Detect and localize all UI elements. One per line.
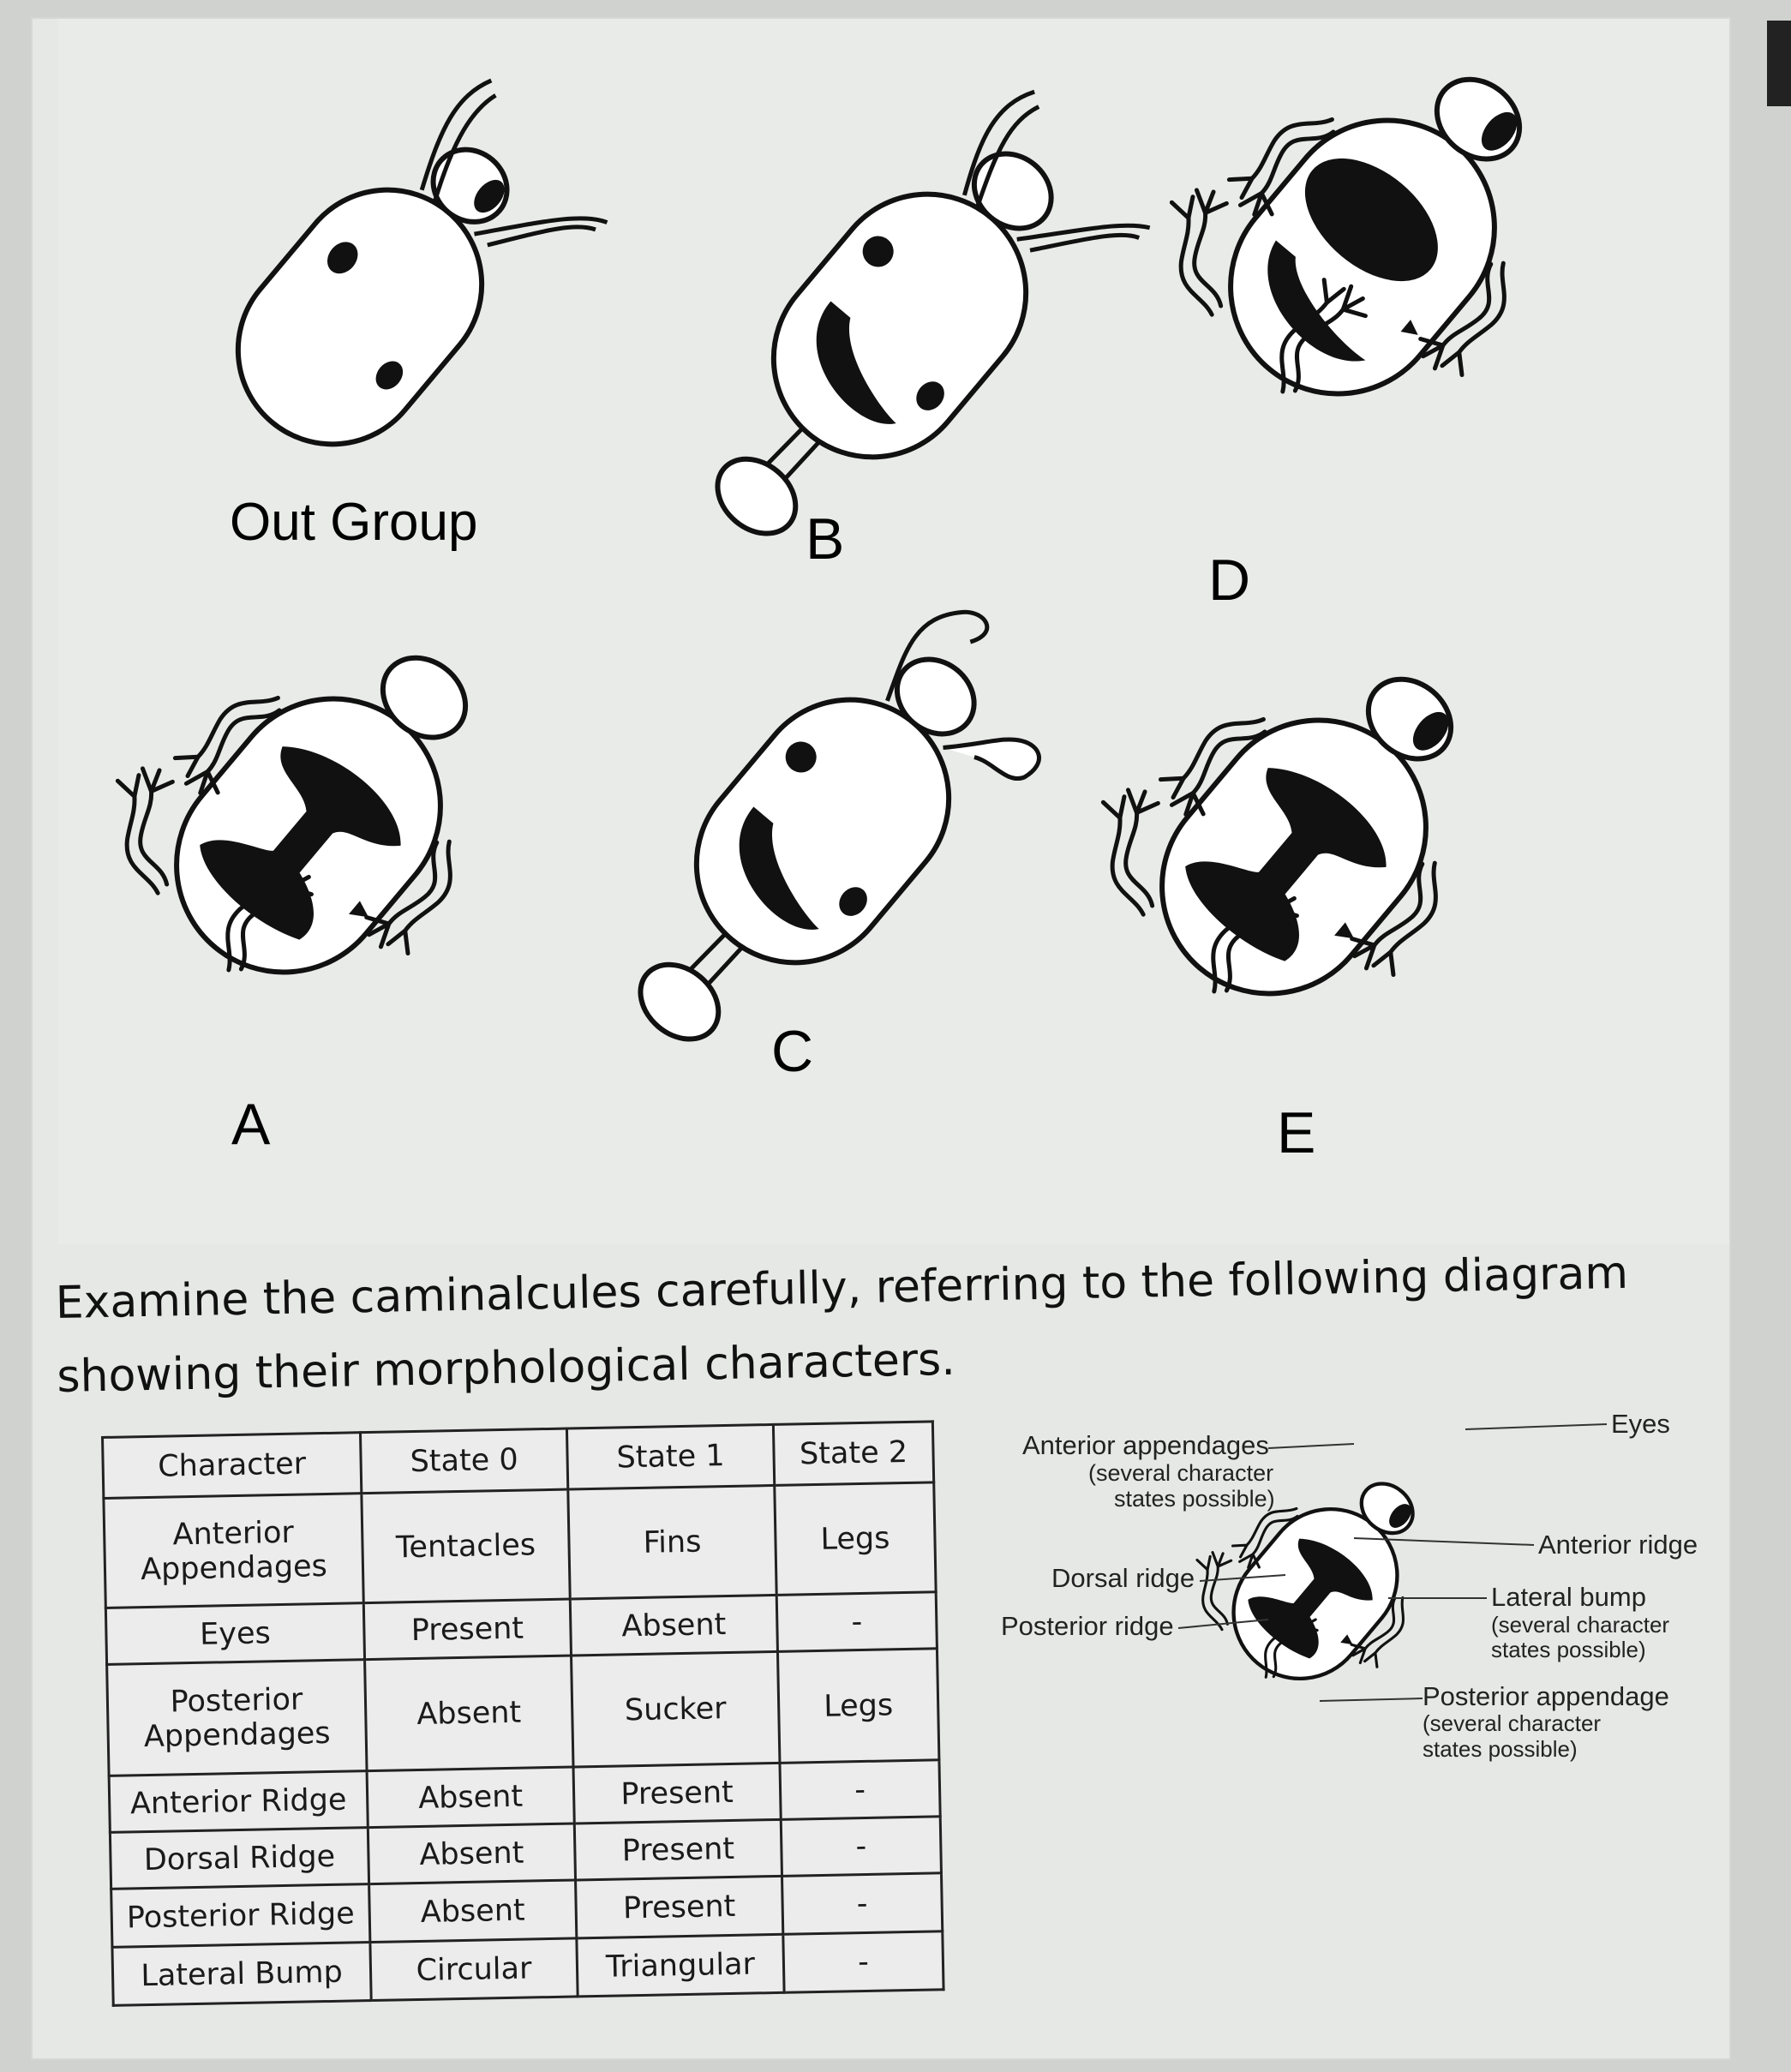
table-cell: -: [782, 1931, 944, 1993]
anterior-appendages-note: states possible): [1114, 1486, 1275, 1512]
character-states-table: Character State 0 State 1 State 2 Anteri…: [101, 1420, 945, 2007]
table-cell: Triangular: [576, 1934, 785, 1997]
table-cell: Absent: [367, 1766, 575, 1828]
table-cell: Absent: [570, 1595, 778, 1656]
table-cell: -: [782, 1872, 943, 1935]
table-cell: Fins: [567, 1485, 777, 1600]
table-cell: Absent: [368, 1823, 576, 1884]
table-cell: Present: [363, 1599, 572, 1660]
lateral-bump-label: Lateral bump: [1491, 1582, 1646, 1612]
posterior-ridge-label: Posterior ridge: [1001, 1611, 1174, 1641]
column-header: State 1: [566, 1424, 775, 1490]
specimen-e-label: E: [1277, 1100, 1315, 1165]
specimen-b-label: B: [806, 506, 844, 572]
specimen-d-label: D: [1208, 548, 1250, 613]
table-cell: Legs: [777, 1648, 939, 1764]
specimen-a: [62, 655, 593, 1078]
table-cell: Tentacles: [361, 1489, 571, 1603]
diagram-caminalcule: [1171, 1482, 1423, 1681]
posterior-appendage-note: states possible): [1423, 1736, 1578, 1762]
table-cell: Posterior Ridge: [111, 1883, 370, 1948]
table-row: Posterior Appendages Absent Sucker Legs: [106, 1648, 939, 1776]
caminalcule-illustrations: Out Group B D A: [0, 76, 1791, 1165]
anterior-appendages-note: (several character: [1088, 1460, 1273, 1486]
anterior-ridge-label: Anterior ridge: [1538, 1530, 1698, 1560]
table-cell: Dorsal Ridge: [110, 1827, 369, 1889]
lateral-bump-note: states possible): [1491, 1637, 1646, 1662]
table-cell: Anterior Appendages: [103, 1493, 364, 1608]
scroll-indicator: [1767, 21, 1791, 106]
specimen-e: [1047, 676, 1578, 1099]
specimen-d: [1116, 76, 1647, 500]
table-cell: Anterior Ridge: [109, 1770, 368, 1833]
posterior-appendage-note: (several character: [1423, 1710, 1601, 1736]
anterior-appendages-label: Anterior appendages: [1022, 1430, 1269, 1460]
table-cell: Present: [573, 1763, 782, 1823]
instructions-caption: Examine the caminalcules carefully, refe…: [55, 1247, 1629, 1403]
table-cell: -: [779, 1759, 941, 1820]
eyes-label: Eyes: [1611, 1409, 1670, 1439]
leader-lines: [1177, 1423, 1608, 1702]
column-header: Character: [102, 1432, 362, 1499]
specimen-c: [638, 609, 1041, 1042]
table-cell: Absent: [364, 1656, 574, 1771]
column-header: State 2: [773, 1421, 934, 1486]
anatomy-diagram: Anterior appendages (several character s…: [1001, 1409, 1698, 1762]
specimen-b: [715, 89, 1151, 536]
table-cell: -: [781, 1816, 942, 1877]
posterior-appendage-label: Posterior appendage: [1423, 1681, 1669, 1711]
dorsal-ridge-label: Dorsal ridge: [1051, 1563, 1195, 1593]
lateral-bump-note: (several character: [1491, 1612, 1669, 1638]
table-cell: Present: [575, 1876, 783, 1938]
table-cell: Present: [574, 1819, 782, 1880]
table-cell: Sucker: [571, 1651, 780, 1767]
table-cell: -: [776, 1591, 937, 1652]
column-header: State 0: [360, 1428, 568, 1494]
table-cell: Circular: [369, 1937, 578, 2001]
specimen-c-label: C: [771, 1019, 813, 1084]
out-group-specimen: [235, 78, 608, 447]
table-cell: Posterior Appendages: [106, 1659, 368, 1776]
out-group-label: Out Group: [230, 493, 477, 552]
table-cell: Absent: [368, 1879, 577, 1943]
table-cell: Legs: [774, 1482, 937, 1596]
table-cell: Lateral Bump: [111, 1942, 372, 2006]
table-row: Anterior Appendages Tentacles Fins Legs: [103, 1482, 937, 1608]
specimen-a-label: A: [231, 1092, 271, 1157]
table-cell: Eyes: [105, 1602, 365, 1665]
